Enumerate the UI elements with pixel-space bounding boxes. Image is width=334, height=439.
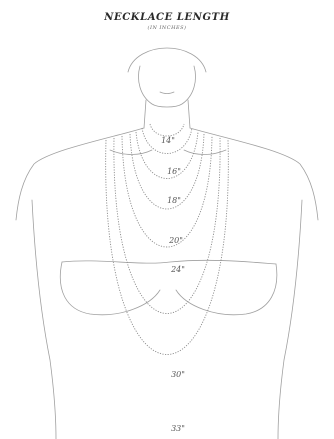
length-label-16: 16" <box>167 167 181 176</box>
left-shoulder <box>16 128 144 220</box>
right-torso <box>278 200 302 439</box>
left-bust <box>60 262 160 315</box>
length-label-30: 30" <box>171 370 185 379</box>
face-outline <box>139 66 196 107</box>
mouth <box>160 92 174 94</box>
bust-line <box>62 260 276 264</box>
length-labels: 14" 16" 18" 20" 24" 30" 33" <box>161 136 185 433</box>
necklace-curve-24 <box>122 136 212 247</box>
length-label-33: 33" <box>171 424 185 433</box>
necklace-curve-14 <box>150 124 184 136</box>
necklace-curve-30 <box>114 138 220 314</box>
length-label-24: 24" <box>170 265 185 274</box>
length-label-14: 14" <box>161 136 175 145</box>
necklace-curves <box>106 124 229 355</box>
neck-left <box>144 100 146 128</box>
length-label-18: 18" <box>167 196 181 205</box>
right-bust <box>176 264 277 315</box>
neck-right <box>188 100 190 128</box>
figure-outline <box>16 48 318 439</box>
length-label-20: 20" <box>168 236 183 245</box>
left-torso <box>32 200 56 439</box>
